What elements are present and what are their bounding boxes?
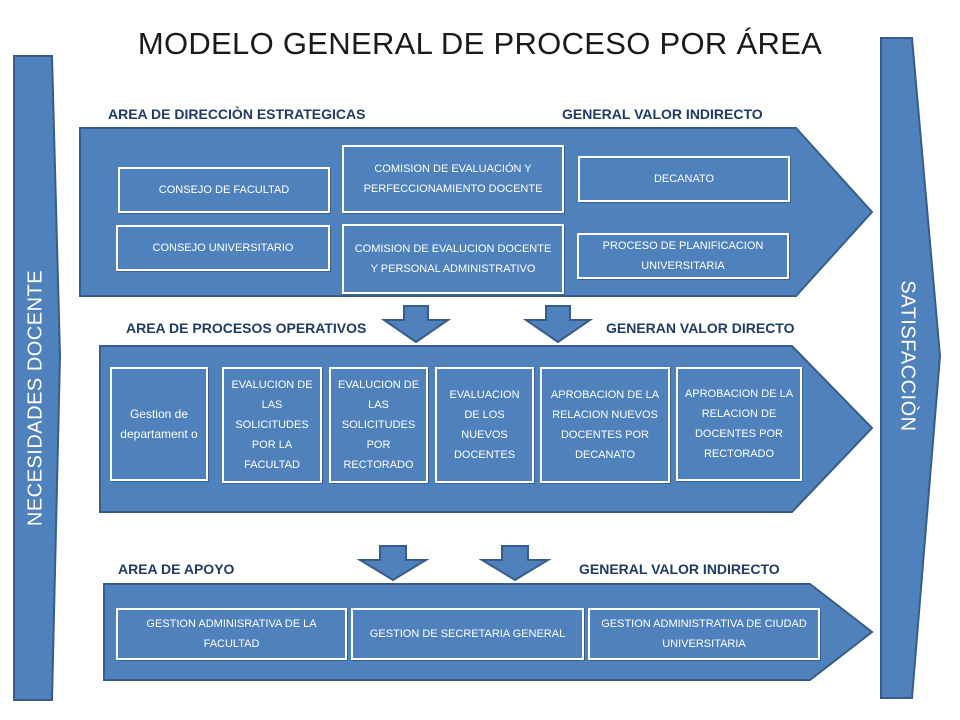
box-gestion-ciudad-universitaria: GESTION ADMINISTRATIVA DE CIUDAD UNIVERS… [588,608,820,660]
box-decanato: DECANATO [578,156,790,202]
box-comision-evaluacion-docente: COMISION DE EVALUCION DOCENTE Y PERSONAL… [342,224,564,294]
operative-area-label: AREA DE PROCESOS OPERATIVOS [126,320,367,336]
strategic-value-label: GENERAL VALOR INDIRECTO [562,106,763,122]
down-arrow-2 [522,305,594,344]
support-value-label: GENERAL VALOR INDIRECTO [579,561,780,577]
box-consejo-facultad: CONSEJO DE FACULTAD [118,167,330,213]
support-area-label: AREA DE APOYO [118,561,235,577]
box-gestion-secretaria-general: GESTION DE SECRETARIA GENERAL [351,608,584,660]
down-arrow-4 [478,545,552,582]
down-arrow-3 [356,545,430,582]
box-gestion-administrativa-facultad: GESTION ADMINISRATIVA DE LA FACULTAD [116,608,347,660]
box-planificacion-universitaria: PROCESO DE PLANIFICACION UNIVERSITARIA [577,233,789,279]
box-aprobacion-decanato: APROBACION DE LA RELACION NUEVOS DOCENTE… [540,367,670,483]
strategic-area-label: AREA DE DIRECCIÒN ESTRATEGICAS [108,106,366,122]
down-arrow-1 [380,305,452,344]
page-title: MODELO GENERAL DE PROCESO POR ÁREA [137,26,823,61]
left-bar-label: NECESIDADES DOCENTE [24,269,47,527]
left-bar-shape [13,55,62,701]
right-bar-shape [880,37,942,699]
box-aprobacion-rectorado: APROBACION DE LA RELACION DE DOCENTES PO… [676,367,802,481]
box-comision-evaluacion-perfeccionamiento: COMISION DE EVALUACIÓN Y PERFECCIONAMIEN… [342,145,564,213]
box-evaluacion-rectorado: EVALUCION DE LAS SOLICITUDES POR RECTORA… [329,367,428,483]
right-bar-label: SATISFACCIÒN [896,280,919,432]
box-evaluacion-facultad: EVALUCION DE LAS SOLICITUDES POR LA FACU… [222,367,322,483]
box-evaluacion-nuevos-docentes: EVALUACION DE LOS NUEVOS DOCENTES [435,367,534,483]
operative-value-label: GENERAN VALOR DIRECTO [606,320,795,336]
box-consejo-universitario: CONSEJO UNIVERSITARIO [116,225,330,271]
box-gestion-departamento: Gestion de departament o [110,367,208,481]
